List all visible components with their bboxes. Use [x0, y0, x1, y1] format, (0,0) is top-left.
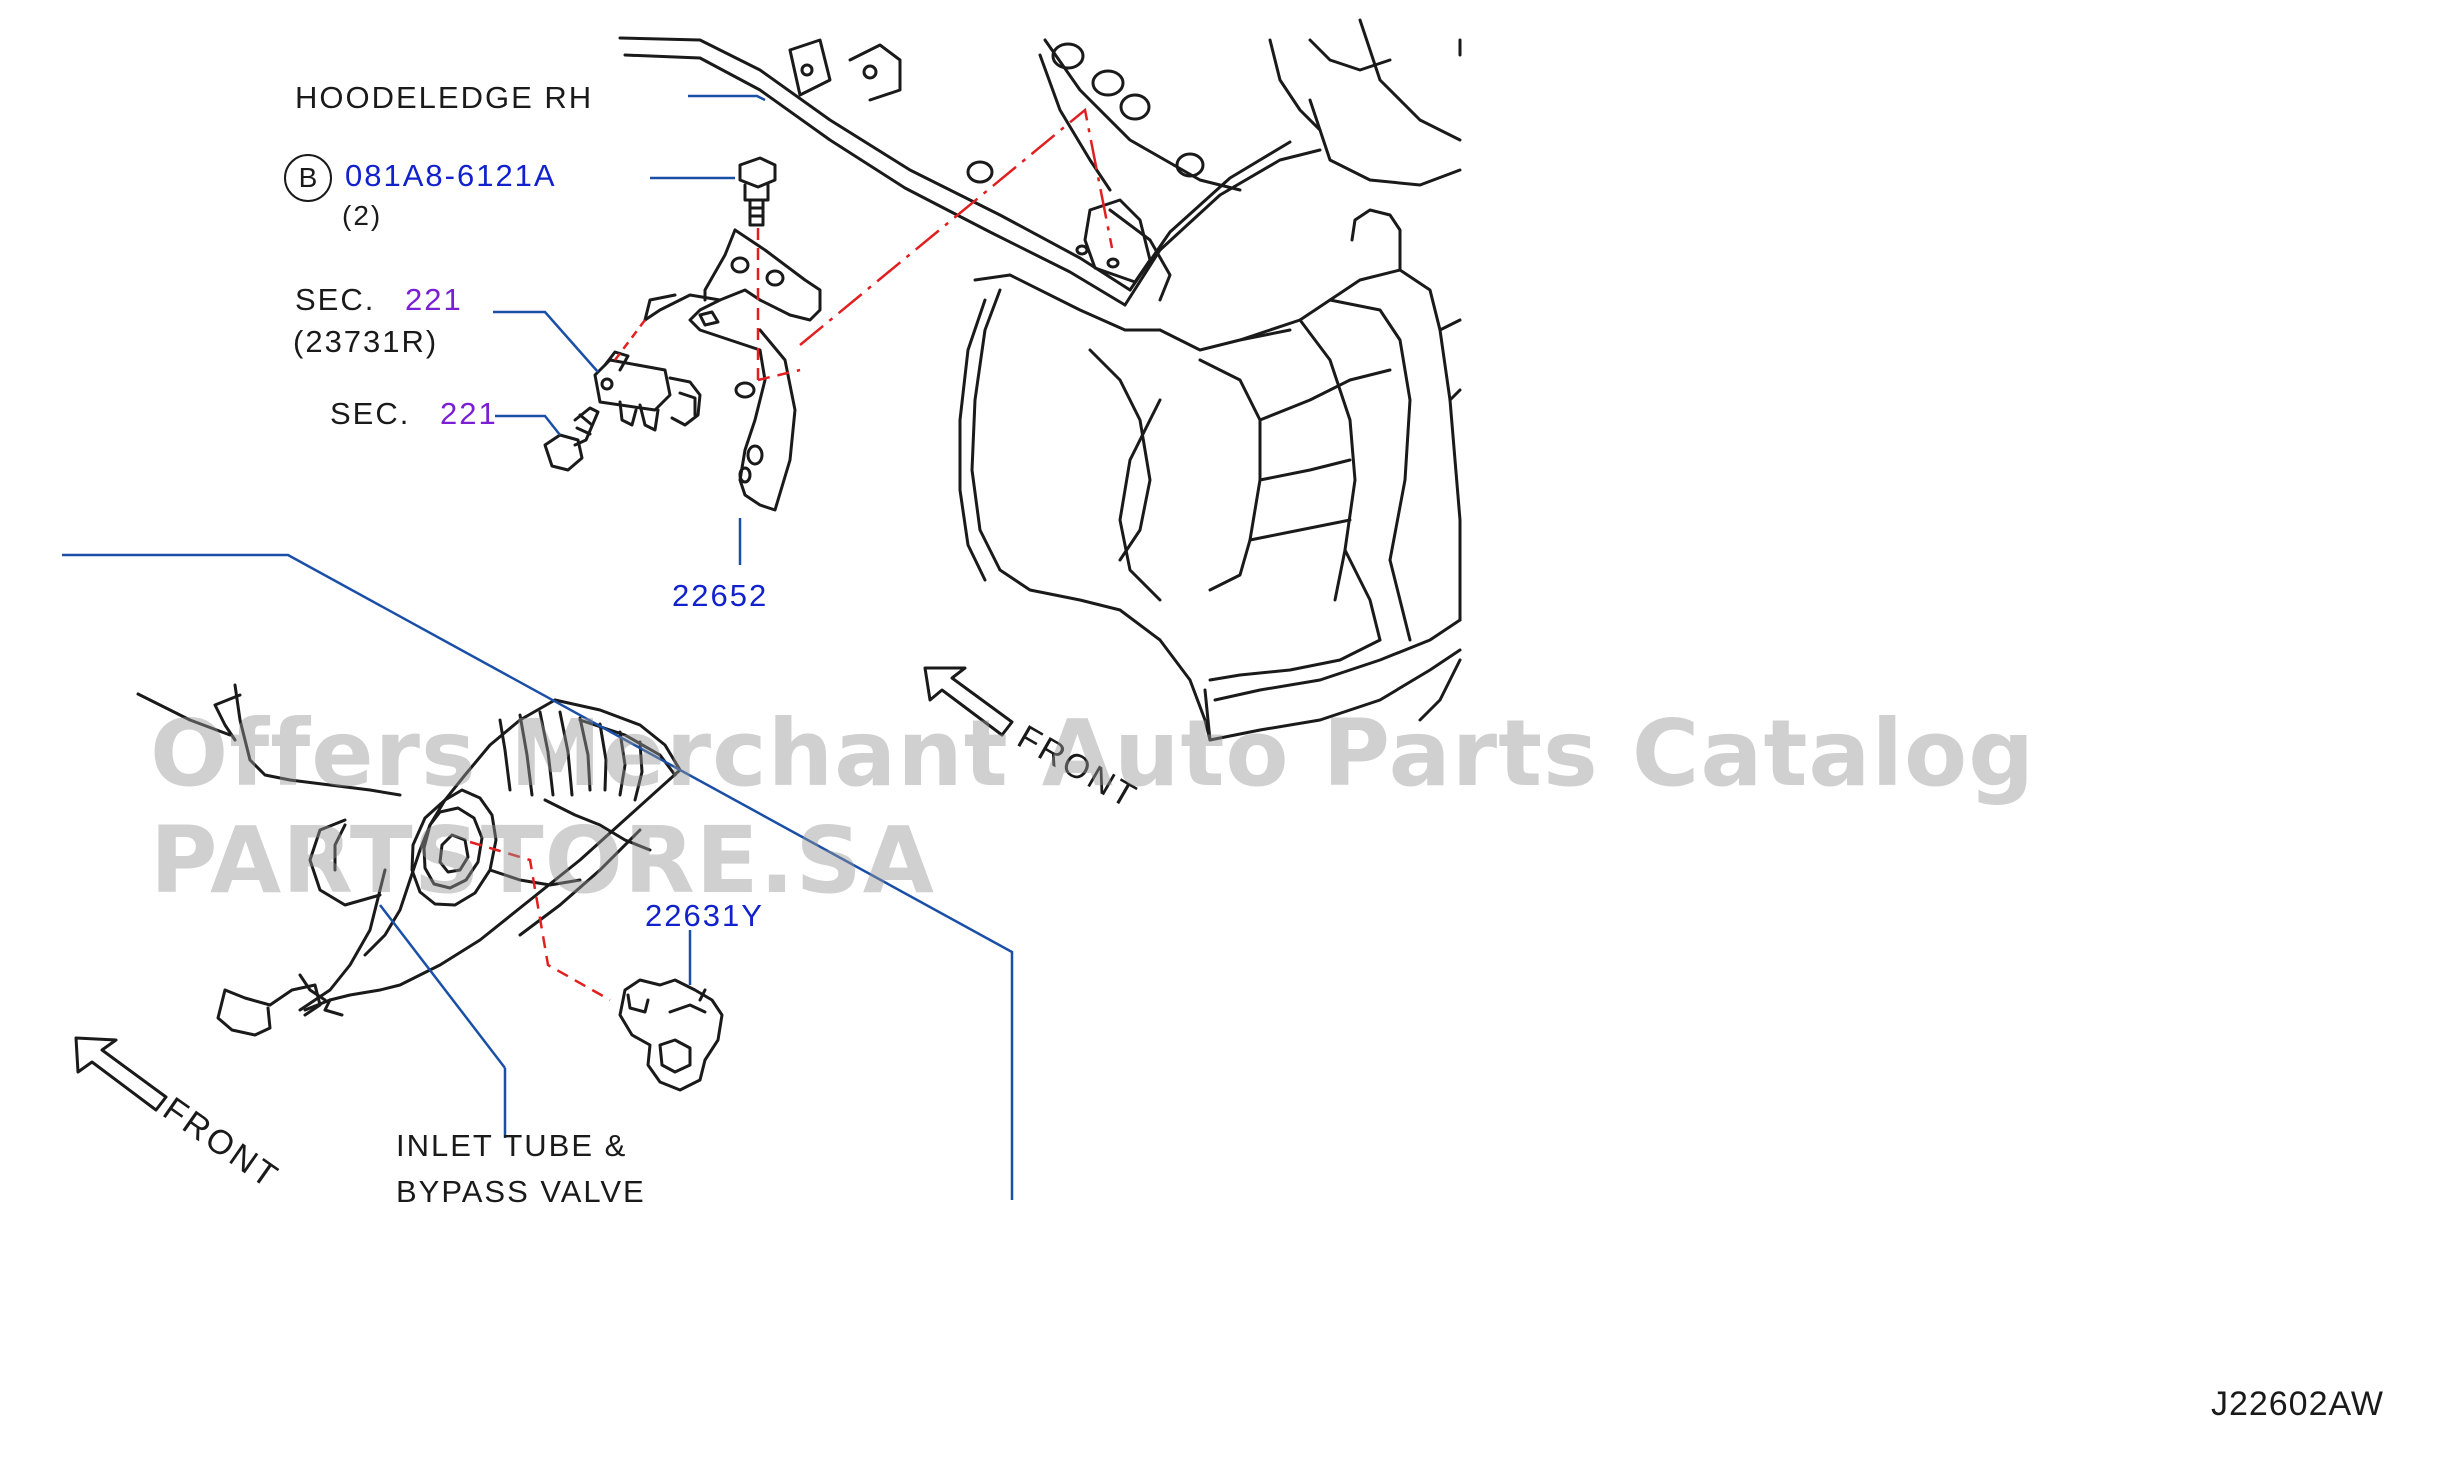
label-bracket-part-number[interactable]: 22652 — [672, 578, 769, 613]
label-sec2-number[interactable]: 221 — [440, 396, 498, 431]
watermark: Offers Merchant Auto Parts Catalog PARTS… — [150, 700, 2036, 914]
label-sec1-prefix: SEC. — [295, 282, 376, 317]
label-sensor-part-number[interactable]: 22631Y — [645, 898, 764, 933]
hoodledge-holes — [966, 42, 1205, 269]
hoodledge-body-outline — [618, 18, 1462, 742]
bracket-22652 — [643, 228, 822, 512]
sensor-22631Y — [618, 978, 724, 1092]
label-inlet-line1: INLET TUBE & — [396, 1128, 628, 1163]
label-bolt-quantity: (2) — [342, 200, 383, 231]
assembly-dash-lines — [469, 107, 1114, 1002]
sensor-23731R — [593, 350, 702, 432]
label-sec2-prefix: SEC. — [330, 396, 411, 431]
bolt-callout-circle: B — [284, 154, 332, 202]
front-arrow-lower-icon — [74, 1036, 168, 1112]
label-sec1-number[interactable]: 221 — [405, 282, 463, 317]
hoodledge-top-bracket — [788, 38, 902, 102]
leader-lines — [62, 94, 1014, 1200]
bolt-081A8 — [738, 156, 777, 227]
front-arrow-upper-icon — [923, 666, 1014, 737]
label-sec1-ref: (23731R) — [293, 324, 439, 359]
label-hoodledge: HOODELEDGE RH — [295, 80, 594, 115]
mounting-plate — [1083, 198, 1152, 284]
bolt-sec221 — [543, 406, 600, 472]
diagram-code: J22602AW — [2210, 1385, 2384, 1423]
label-inlet-line2: BYPASS VALVE — [396, 1174, 646, 1209]
label-bolt-part-number[interactable]: 081A8-6121A — [345, 158, 557, 193]
